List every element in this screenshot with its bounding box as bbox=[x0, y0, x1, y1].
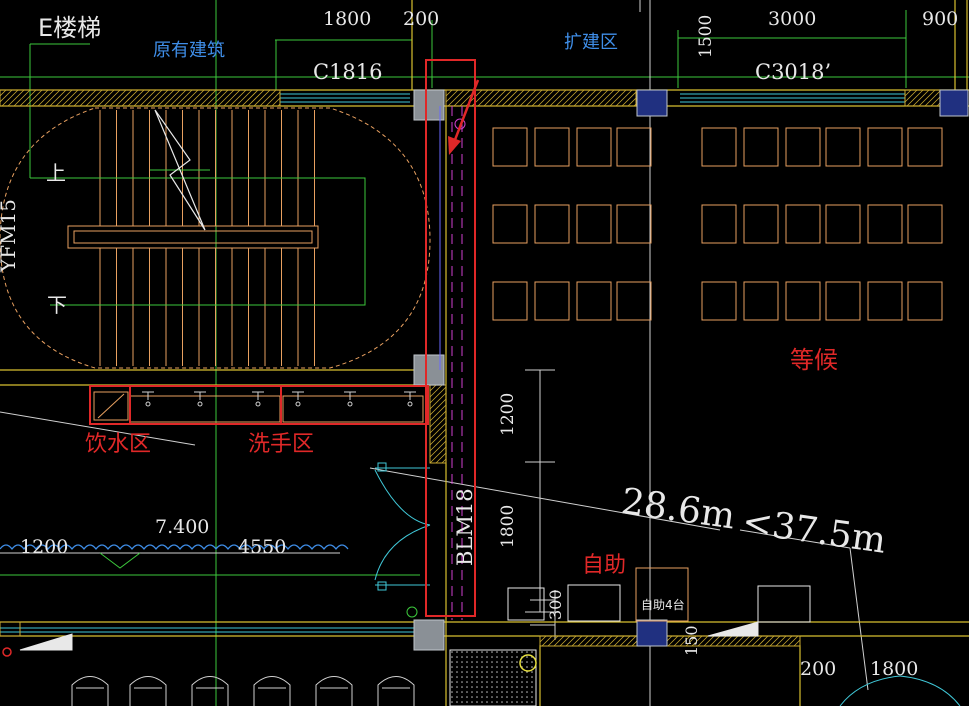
dimension-150: 150 bbox=[682, 625, 701, 656]
dimension-200-top: 200 bbox=[403, 8, 440, 30]
dimension-1800-bottom: 1800 bbox=[870, 658, 919, 680]
highlight-box bbox=[425, 59, 476, 617]
stair-hatch-bottom bbox=[449, 649, 537, 706]
door-marker-circle bbox=[406, 606, 418, 618]
window-c1816-label: C1816 bbox=[313, 60, 383, 84]
dimension-1500: 1500 bbox=[696, 14, 716, 58]
window-c3018-label: C3018’ bbox=[755, 60, 832, 84]
self-service-machines-label: 自助4台 bbox=[641, 598, 685, 612]
elevation-marker-left bbox=[19, 633, 73, 651]
dimension-4550: 4550 bbox=[238, 536, 287, 558]
bottom-dimension-tick bbox=[99, 552, 141, 569]
elevation-marker-right bbox=[707, 621, 759, 637]
dimension-1800-top: 1800 bbox=[323, 8, 372, 30]
dimension-3000: 3000 bbox=[768, 8, 817, 30]
centerlines bbox=[451, 106, 463, 620]
original-building-label: 原有建筑 bbox=[153, 40, 225, 61]
door-yfm15-label: YFM15 bbox=[0, 198, 20, 272]
pointer-arrow-icon bbox=[448, 79, 480, 155]
stairwell bbox=[0, 107, 431, 369]
dimension-lines bbox=[0, 0, 869, 706]
door-swings bbox=[374, 462, 961, 706]
structural-columns bbox=[413, 89, 969, 651]
wash-counter-outline bbox=[89, 385, 429, 425]
stair-break-icon bbox=[154, 109, 206, 231]
door-blm18-label: BLM18 bbox=[453, 488, 477, 566]
stair-up-label: 上 bbox=[46, 161, 66, 185]
stair-title: E楼梯 bbox=[38, 14, 102, 42]
window-strips bbox=[0, 93, 905, 633]
dimension-1200-bottom: 1200 bbox=[20, 536, 69, 558]
dimension-300: 300 bbox=[546, 589, 565, 620]
dimension-1800-vertical: 1800 bbox=[498, 504, 518, 548]
waiting-area-label: 等候 bbox=[790, 346, 838, 374]
extension-area-label: 扩建区 bbox=[564, 32, 618, 53]
self-service-label: 自助 bbox=[582, 553, 627, 578]
marker-circle bbox=[2, 647, 12, 657]
dimension-1200-vertical: 1200 bbox=[498, 392, 518, 436]
stair-down-label: 下 bbox=[47, 293, 67, 317]
faucets bbox=[142, 391, 416, 407]
handwash-area-label: 洗手区 bbox=[248, 432, 315, 457]
dimension-7400: 7.400 bbox=[155, 516, 210, 538]
self-service-machines bbox=[507, 567, 811, 623]
drinking-area-label: 饮水区 bbox=[85, 432, 152, 457]
waiting-seats bbox=[492, 127, 943, 321]
bottom-chairs bbox=[71, 676, 415, 706]
dimension-200-bottom: 200 bbox=[800, 658, 837, 680]
dimension-900: 900 bbox=[922, 8, 959, 30]
revision-cloud bbox=[0, 544, 349, 550]
